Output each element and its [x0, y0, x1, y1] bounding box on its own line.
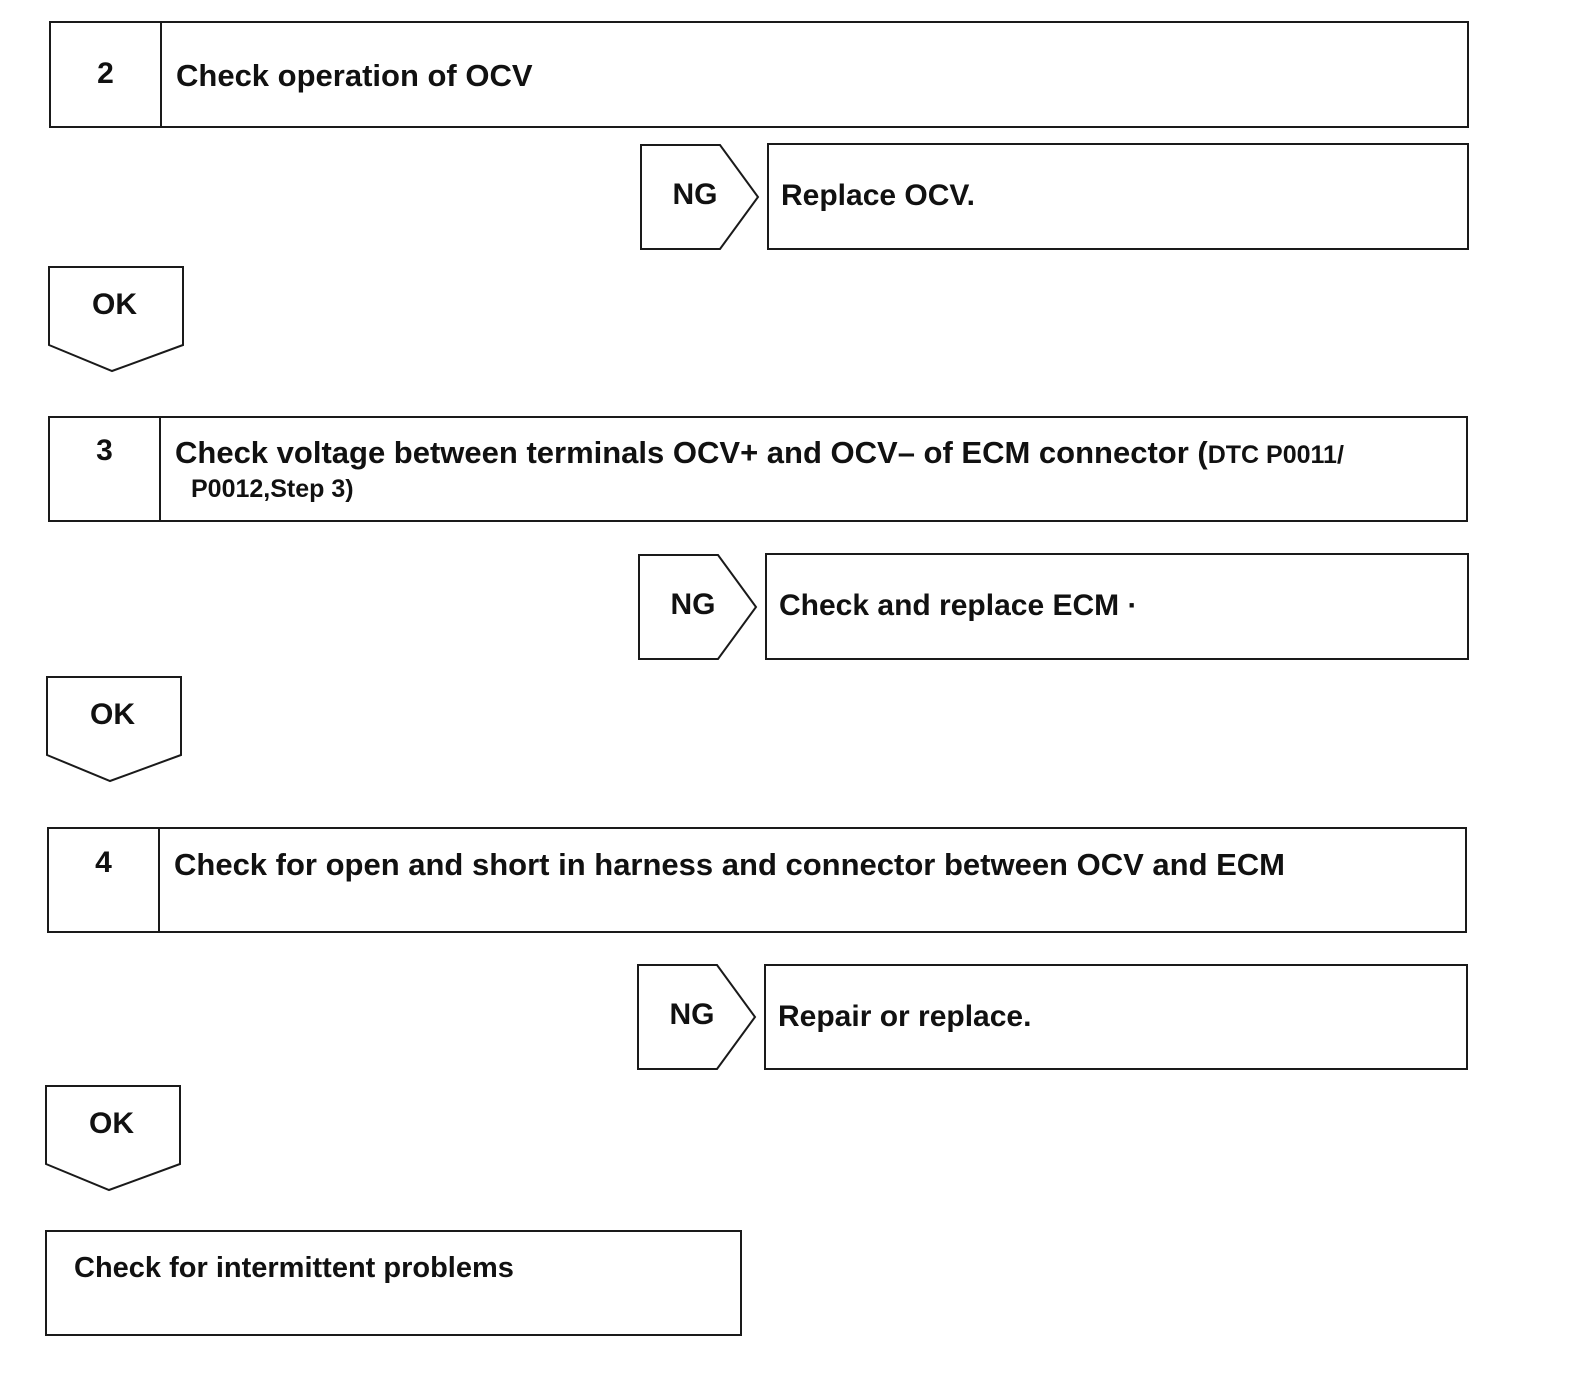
- ng-label: NG: [672, 178, 718, 211]
- ng-action-box: Replace OCV.: [767, 143, 1469, 250]
- ng-label: NG: [669, 998, 715, 1031]
- step-title: Check operation of OCV: [176, 57, 533, 95]
- ok-label: OK: [92, 288, 137, 321]
- step-number: 2: [51, 23, 162, 126]
- step-title-text: Check for open and short in harness and …: [174, 847, 1286, 882]
- step-title-ref: DTC P0011/: [1207, 441, 1344, 469]
- final-action-text: Check for intermittent problems: [74, 1252, 514, 1284]
- step-title: Check for open and short in harness and …: [174, 846, 1285, 884]
- step-title-ref-continued: P0012,Step 3): [191, 475, 354, 503]
- step-title-text: Check operation of OCV: [176, 58, 533, 93]
- step-number: 4: [49, 829, 160, 931]
- ok-label: OK: [89, 1107, 134, 1140]
- ng-label: NG: [670, 588, 716, 621]
- step-number: 3: [50, 418, 161, 520]
- ok-label: OK: [90, 698, 135, 731]
- final-action-box: Check for intermittent problems: [45, 1230, 742, 1336]
- ng-action-box: Repair or replace.: [764, 964, 1468, 1070]
- step-title-text: Check voltage between terminals OCV+ and…: [175, 435, 1208, 470]
- ng-action-box: Check and replace ECM ·: [765, 553, 1469, 660]
- ng-action-text: Repair or replace.: [778, 1000, 1032, 1033]
- step-title: Check voltage between terminals OCV+ and…: [175, 434, 1344, 504]
- step-3-box: 3 Check voltage between terminals OCV+ a…: [48, 416, 1468, 522]
- step-4-box: 4 Check for open and short in harness an…: [47, 827, 1467, 933]
- ng-action-text: Check and replace ECM ·: [779, 589, 1138, 622]
- ng-action-text: Replace OCV.: [781, 179, 975, 212]
- step-2-box: 2 Check operation of OCV: [49, 21, 1469, 128]
